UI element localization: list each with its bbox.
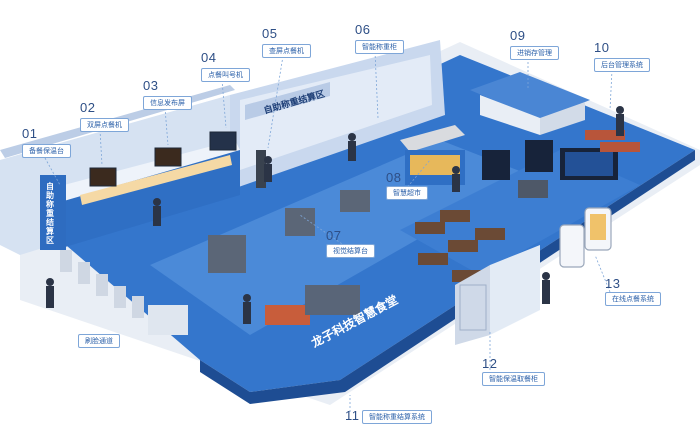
- counter-icon: [208, 190, 370, 325]
- callout-number-06: 06: [355, 22, 371, 37]
- gate-icon: [60, 250, 188, 335]
- wall-title-band: [245, 82, 330, 120]
- info-screen-1: [89, 167, 117, 187]
- callout-label-07: 视觉结算台: [326, 244, 375, 258]
- callout-number-04: 04: [201, 50, 217, 65]
- side-sign: 自助称重结算区: [46, 182, 54, 245]
- back-wall-window: [240, 55, 432, 170]
- callout-number-13: 13: [605, 276, 621, 291]
- serving-counter: [45, 140, 240, 205]
- callout-number-12: 12: [482, 356, 498, 371]
- callout-label-09: 进销存管理: [510, 46, 559, 60]
- callout-label-06: 智能称重柜: [355, 40, 404, 54]
- callout-number-11: 11: [345, 408, 360, 423]
- callout-label-12: 智能保温取餐柜: [482, 372, 545, 386]
- counter-top-strip: [80, 155, 232, 205]
- info-screen-2: [154, 147, 182, 167]
- callout-number-01: 01: [22, 126, 38, 141]
- dining-tables: [415, 210, 505, 282]
- callout-number-05: 05: [262, 26, 278, 41]
- callout-number-03: 03: [143, 78, 159, 93]
- backend-office: [585, 130, 640, 152]
- callout-label-03: 信息发布屏: [143, 96, 192, 110]
- leader-lines: [44, 51, 613, 412]
- walkway: [150, 140, 530, 335]
- callout-label-13: 在线点餐系统: [605, 292, 661, 306]
- phone-icon: [559, 207, 612, 268]
- callout-label-04: 点餐叫号机: [201, 68, 250, 82]
- callout-number-02: 02: [80, 100, 96, 115]
- person-icon: [46, 106, 624, 324]
- callout-number-10: 10: [594, 40, 610, 55]
- callout-number-07: 07: [326, 228, 342, 243]
- callout-label-02: 双屏点餐机: [80, 118, 129, 132]
- callout-label-11: 智能称重结算系统: [362, 410, 432, 424]
- warming-cabinets: [455, 245, 540, 345]
- screen-icon: [482, 140, 618, 198]
- warehouse-building: [470, 72, 590, 135]
- callout-number-09: 09: [510, 28, 526, 43]
- callout-label-05: 查屏点餐机: [262, 44, 311, 58]
- gate-label: 刷脸通道: [78, 334, 120, 348]
- callout-label-10: 后台管理系统: [594, 58, 650, 72]
- callout-number-08: 08: [386, 170, 402, 185]
- callout-label-08: 智慧超市: [386, 186, 428, 200]
- side-sign-pillar: [40, 175, 66, 250]
- info-screen-3: [209, 131, 237, 151]
- ordering-kiosk: [256, 150, 266, 188]
- callout-label-01: 备餐保温台: [22, 144, 71, 158]
